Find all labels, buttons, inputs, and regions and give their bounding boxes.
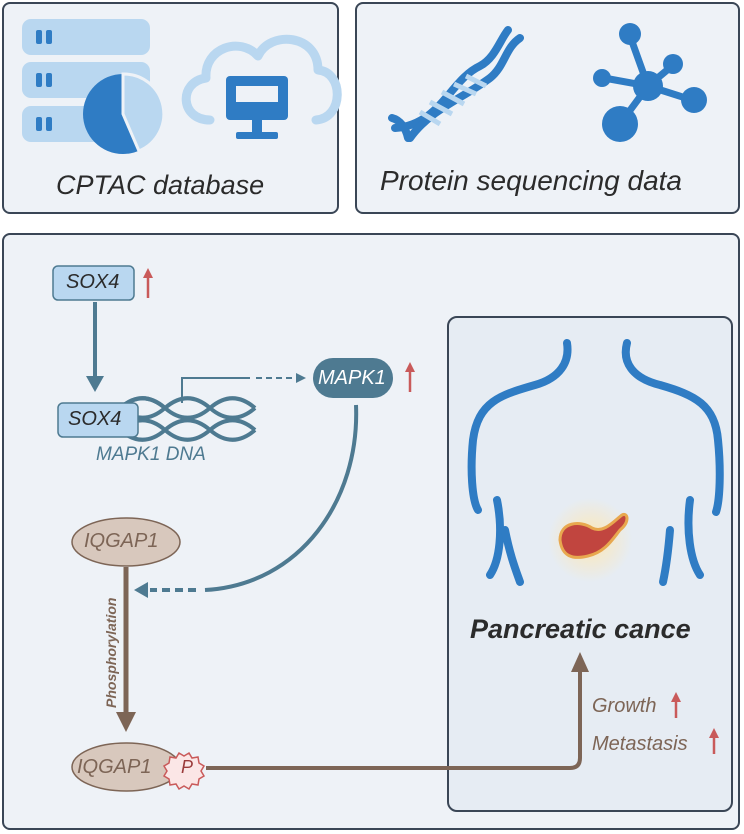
dna-double-helix (118, 396, 257, 442)
iqgap1-ellipse (71, 517, 181, 567)
up-arrow-icon (405, 362, 415, 392)
pancreatic-cancer-label: Pancreatic cance (470, 614, 691, 644)
pancreas-icon (548, 498, 632, 582)
p-badge-label: P (181, 757, 194, 777)
protein-sequencing-panel (355, 2, 740, 214)
iqgap1-phospho-label: IQGAP1 (77, 756, 152, 778)
mapk1-dna-label: MAPK1 DNA (96, 444, 206, 465)
up-arrow-icon (709, 728, 719, 754)
molecule-network-icon (593, 23, 707, 142)
mapk1-label: MAPK1 (318, 367, 386, 389)
sox4-bound-label: SOX4 (68, 408, 122, 430)
sox4-bound-box (57, 402, 139, 438)
pie-chart-icon (83, 72, 166, 154)
cptac-label: CPTAC database (56, 170, 265, 200)
protein-sequencing-label: Protein sequencing data (380, 165, 682, 196)
sox4-label: SOX4 (66, 271, 120, 293)
phospho-badge (162, 751, 206, 791)
sox4-protein-box (52, 265, 135, 301)
human-torso-icon (467, 339, 724, 586)
iqgap1-label: IQGAP1 (84, 530, 159, 552)
up-arrow-icon (671, 692, 681, 718)
phosphorylation-label: Phosphorylation (103, 597, 119, 708)
mapk1-pill (313, 358, 393, 398)
cloud-monitor-icon (181, 34, 342, 139)
arrow-head (86, 376, 104, 392)
metastasis-label: Metastasis (592, 733, 688, 755)
growth-label: Growth (592, 695, 657, 717)
up-arrow-icon (143, 268, 153, 298)
dna-helix-icon (388, 26, 524, 142)
